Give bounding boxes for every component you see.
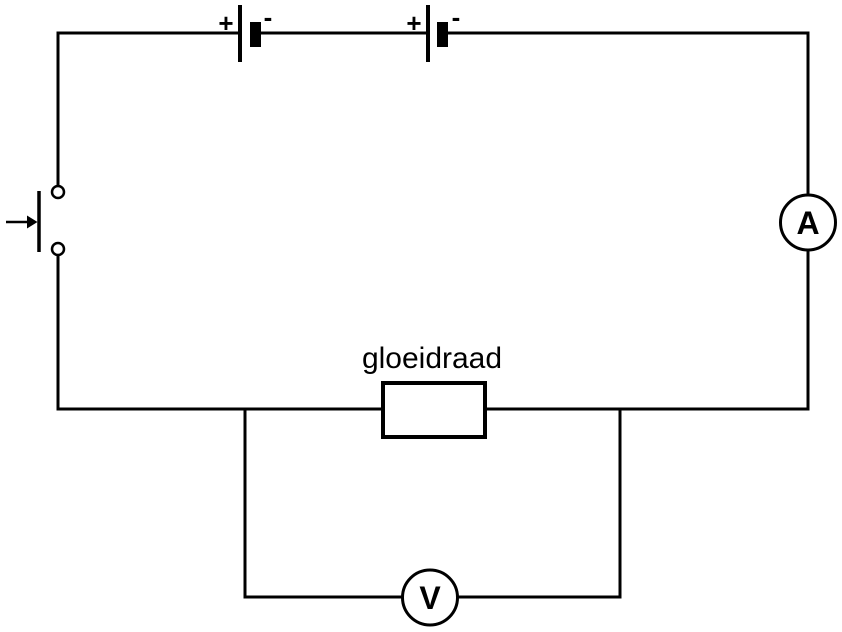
voltmeter-circle [401, 568, 459, 627]
battery-cell-icon: + - [406, 2, 460, 62]
wire-voltmeter-right [456, 407, 622, 599]
push-button-switch-icon [6, 184, 66, 257]
ammeter-icon: A [779, 193, 837, 252]
switch-terminal-bottom [50, 241, 66, 257]
wire-right-bottom [483, 248, 810, 411]
ammeter-circle [779, 193, 837, 252]
filament-label: gloeidraad [362, 342, 502, 375]
voltmeter-label: V [419, 580, 441, 616]
battery-cell-icon: + - [218, 2, 272, 62]
wire-voltmeter-left [243, 407, 404, 599]
wire-top-right [446, 31, 810, 197]
voltmeter-icon: V [401, 568, 459, 627]
battery2-negative-plate [437, 22, 448, 47]
switch-terminal-top [50, 184, 66, 200]
battery1-negative-plate [250, 22, 261, 47]
battery1-plus-label: + [218, 8, 233, 38]
battery2-minus-label: - [452, 2, 461, 32]
ammeter-label: A [796, 205, 819, 241]
wire-top-left [56, 31, 242, 188]
filament-resistor-box [381, 381, 487, 439]
battery2-plus-label: + [406, 8, 421, 38]
arrow-right-icon [6, 215, 38, 229]
arrow-head [27, 215, 38, 229]
battery1-minus-label: - [264, 2, 273, 32]
resistor-icon: gloeidraad [362, 342, 502, 439]
wire-left-bottom [56, 253, 385, 411]
